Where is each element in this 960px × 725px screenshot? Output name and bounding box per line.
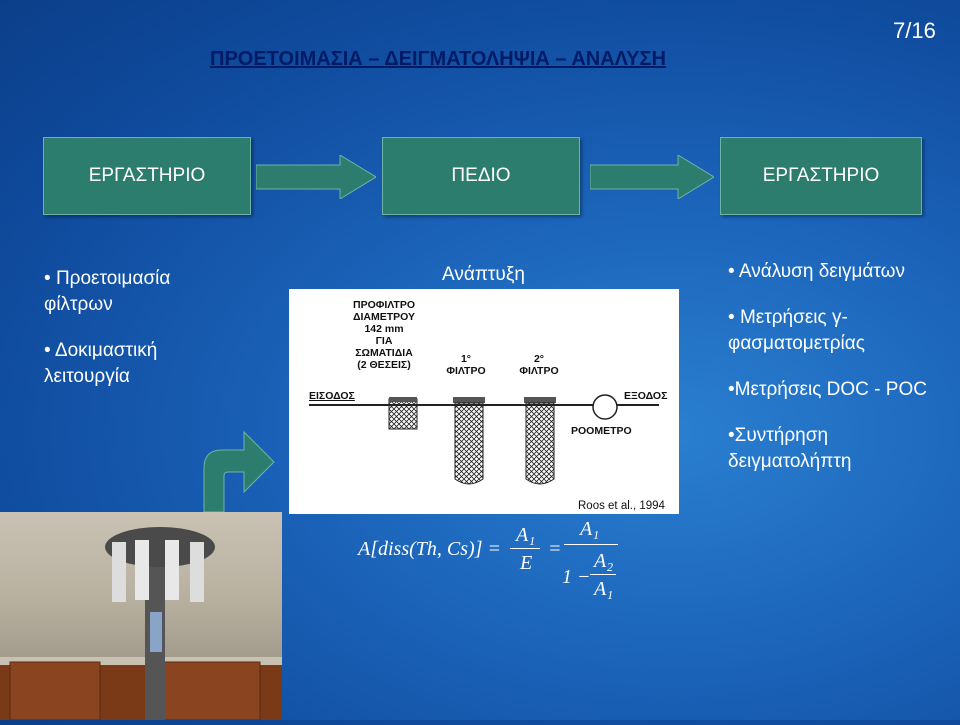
list-item: • Δοκιμαστική λειτουργία [44, 340, 158, 387]
formula-inner-den: A₁ [594, 578, 614, 600]
filter-schematic-icon [309, 394, 659, 485]
formula-fraction2-num: A₁ [580, 518, 600, 540]
right-bullet-list: • Ανάλυση δειγμάτων • Μετρήσεις γ-φασματ… [728, 259, 948, 495]
bullet-sample-analysis: Ανάλυση δειγμάτων [738, 261, 905, 282]
formula-inner-num: A₂ [594, 550, 614, 572]
flow-box-lab-2: ΕΡΓΑΣΤΗΡΙΟ [720, 137, 922, 215]
flow-arrow-1-icon [256, 155, 376, 199]
curved-arrow-icon [203, 430, 275, 513]
sampler-photo [0, 512, 282, 722]
flow-box-field: ΠΕΔΙΟ [382, 137, 580, 215]
page-number: 7/16 [893, 18, 936, 43]
inlet-label: ΕΙΣΟΔΟΣ [309, 390, 355, 402]
filter1-label: 1°ΦΙΛΤΡΟ [446, 353, 486, 377]
formula-fraction2-den: 1 − [562, 566, 591, 588]
citation-text: Roos et al., 1994 [578, 500, 665, 512]
outlet-label: ΕΞΟΔΟΣ [624, 390, 668, 402]
flow-arrow-2-icon [590, 155, 714, 199]
list-item: •Συντήρηση δειγματολήπτη [728, 423, 948, 475]
bullet-sampler-maintenance: •Συντήρηση δειγματολήπτη [728, 425, 852, 472]
list-item: • Ανάλυση δειγμάτων [728, 261, 905, 282]
bullet-filter-prep: Προετοιμασία φίλτρων [44, 268, 171, 315]
list-item: • Μετρήσεις γ-φασματομετρίας [728, 307, 865, 354]
slide-title: ΠΡΟΕΤΟΙΜΑΣΙΑ – ΔΕΙΓΜΑΤΟΛΗΨΙΑ – ΑΝΑΛΥΣΗ [210, 48, 666, 70]
list-item: • Προετοιμασία φίλτρων [44, 268, 171, 315]
flow-box-lab-1: ΕΡΓΑΣΤΗΡΙΟ [43, 137, 251, 215]
bullet-doc-poc: •Μετρήσεις DOC - POC [728, 379, 927, 400]
flowmeter-label: ΡΟΟΜΕΤΡΟ [571, 425, 632, 437]
bullet-test-run: Δοκιμαστική λειτουργία [44, 340, 158, 387]
formula-lhs: A[diss(Th, Cs)] = [358, 538, 501, 560]
filter2-label: 2°ΦΙΛΤΡΟ [519, 353, 559, 377]
left-bullet-list: • Προετοιμασία φίλτρων • Δοκιμαστική λει… [44, 266, 214, 410]
sampler-device-icon [0, 527, 282, 722]
list-item: •Μετρήσεις DOC - POC [728, 377, 948, 403]
formula-fraction1-num: A₁ [516, 524, 536, 546]
formula-equals: = [548, 538, 562, 560]
formula-fraction1-den: E [520, 552, 533, 574]
bullet-gamma-spectrometry: Μετρήσεις γ-φασματομετρίας [728, 307, 865, 354]
center-heading: Ανάπτυξη [442, 264, 525, 285]
